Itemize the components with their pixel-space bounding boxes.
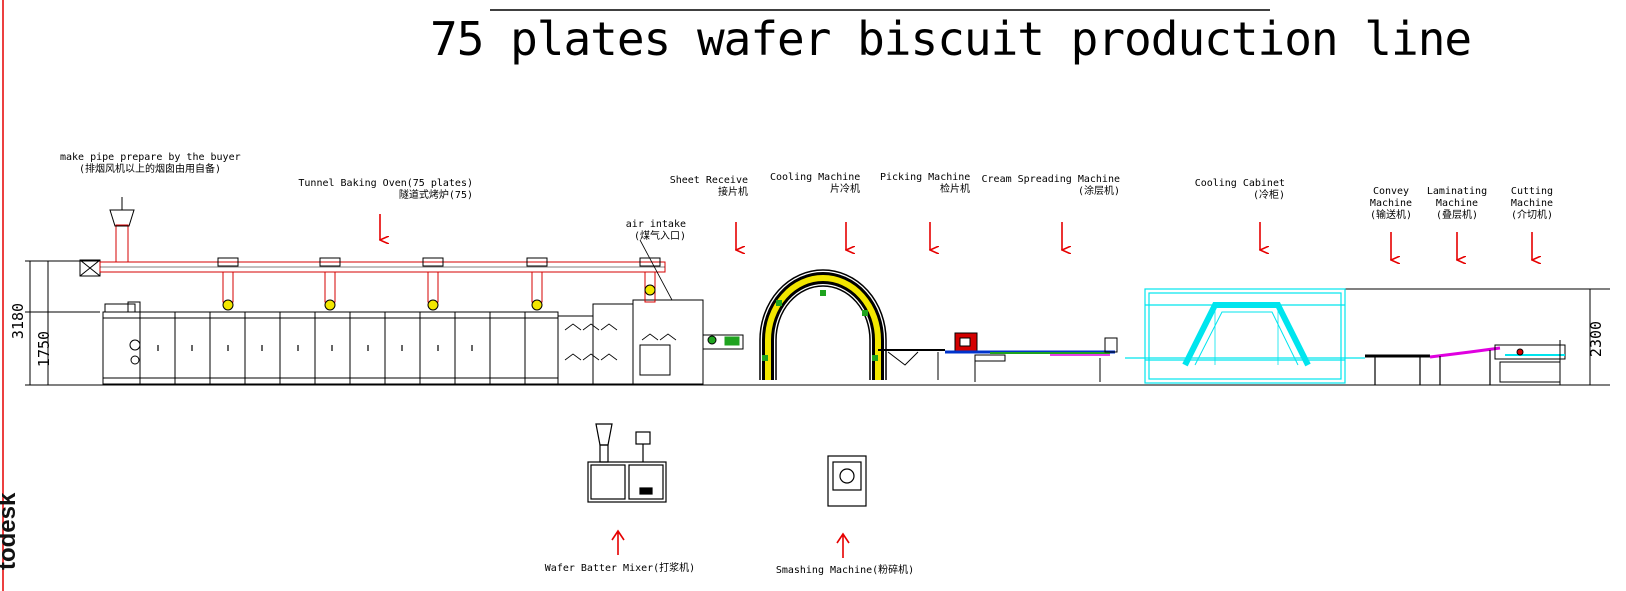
wafer-batter-mixer-label: Wafer Batter Mixer(打浆机) (544, 563, 696, 574)
picking-machine-label-en: Picking Machine (880, 172, 971, 183)
cooling-cabinet (1125, 288, 1365, 384)
label-arrows (380, 214, 1532, 558)
oven-marks (157, 345, 473, 351)
convey-label-zh: (输送机) (1369, 210, 1413, 221)
wafer-batter-mixer (587, 423, 667, 503)
laminating-label-zh: (叠层机) (1435, 210, 1479, 221)
convey-label-en2: Machine (1369, 198, 1413, 209)
cooling-machine-label: Cooling Machine 片冷机 (770, 172, 860, 196)
picking-machine-label-zh: 检片机 (940, 184, 970, 195)
smashing-machine (827, 455, 867, 507)
pipe-label-zh: (排烟风机以上的烟囱由用自备) (78, 164, 222, 175)
air-intake-label: air intake (煤气入口) (610, 219, 686, 243)
dimension-3180: 3180 (9, 302, 28, 340)
cutting-machine-label: Cutting Machine (介切机) (1497, 186, 1567, 222)
picking-machine (878, 349, 945, 380)
diagram-title: 75 plates wafer biscuit production line (430, 12, 1472, 66)
cream-spreading-label: Cream Spreading Machine (涂层机) (970, 174, 1120, 198)
laminating-label-en1: Laminating (1426, 186, 1488, 197)
oven-burners (564, 323, 677, 361)
exhaust-downpipes (222, 271, 656, 303)
pipe-label: make pipe prepare by the buyer (排烟风机以上的烟… (60, 152, 241, 176)
arrow-mixer (611, 529, 625, 555)
sheet-receive-machine (702, 334, 744, 350)
cutting-label-en1: Cutting (1510, 186, 1554, 197)
picking-machine-label: Picking Machine 检片机 (880, 172, 970, 196)
dimension-1750: 1750 (35, 330, 54, 368)
oven-label-zh: 隧道式烤炉(75) (398, 190, 473, 201)
cutting-machine (1494, 340, 1566, 385)
cooling-machine-arch (759, 269, 887, 380)
convey-label-en1: Convey (1372, 186, 1410, 197)
dimension-right (1345, 288, 1610, 385)
exhaust-pipe (79, 197, 666, 277)
cream-spreading-label-en: Cream Spreading Machine (981, 174, 1120, 185)
cutting-label-en2: Machine (1510, 198, 1554, 209)
oven-label-en: Tunnel Baking Oven(75 plates) (298, 178, 473, 189)
dimension-2300: 2300 (1587, 320, 1606, 358)
cooling-cabinet-label: Cooling Cabinet (冷柜) (1180, 178, 1285, 202)
tunnel-oven (102, 299, 704, 385)
air-intake-label-zh: (煤气入口) (633, 231, 686, 242)
cooling-cabinet-label-zh: (冷柜) (1252, 190, 1285, 201)
laminating-machine-label: Laminating Machine (叠层机) (1416, 186, 1498, 222)
air-intake-leader (639, 239, 673, 301)
cutting-label-zh: (介切机) (1510, 210, 1554, 221)
smashing-machine-label: Smashing Machine(粉碎机) (775, 565, 915, 576)
exhaust-fans (217, 257, 661, 311)
cooling-machine-label-zh: 片冷机 (830, 184, 860, 195)
convey-machine (1365, 354, 1430, 385)
laminating-label-en2: Machine (1435, 198, 1479, 209)
sheet-receive-label: Sheet Receive 接片机 (668, 175, 748, 199)
dimension-left (25, 260, 100, 385)
oven-label: Tunnel Baking Oven(75 plates) 隧道式烤炉(75) (295, 178, 473, 202)
cream-spreading-label-zh: (涂层机) (1077, 186, 1120, 197)
sheet-receive-label-en: Sheet Receive (669, 175, 748, 186)
cooling-cabinet-label-en: Cooling Cabinet (1194, 178, 1285, 189)
watermark-logo: todesk (0, 492, 21, 570)
convey-machine-label: Convey Machine (输送机) (1356, 186, 1426, 222)
arrow-smashing (836, 532, 850, 558)
air-intake-label-en: air intake (625, 219, 686, 230)
sheet-receive-label-zh: 接片机 (718, 187, 748, 198)
pipe-label-en: make pipe prepare by the buyer (60, 152, 241, 163)
cream-spreading-machine (945, 332, 1118, 382)
cooling-machine-label-en: Cooling Machine (770, 172, 861, 183)
laminating-machine (1429, 346, 1501, 385)
